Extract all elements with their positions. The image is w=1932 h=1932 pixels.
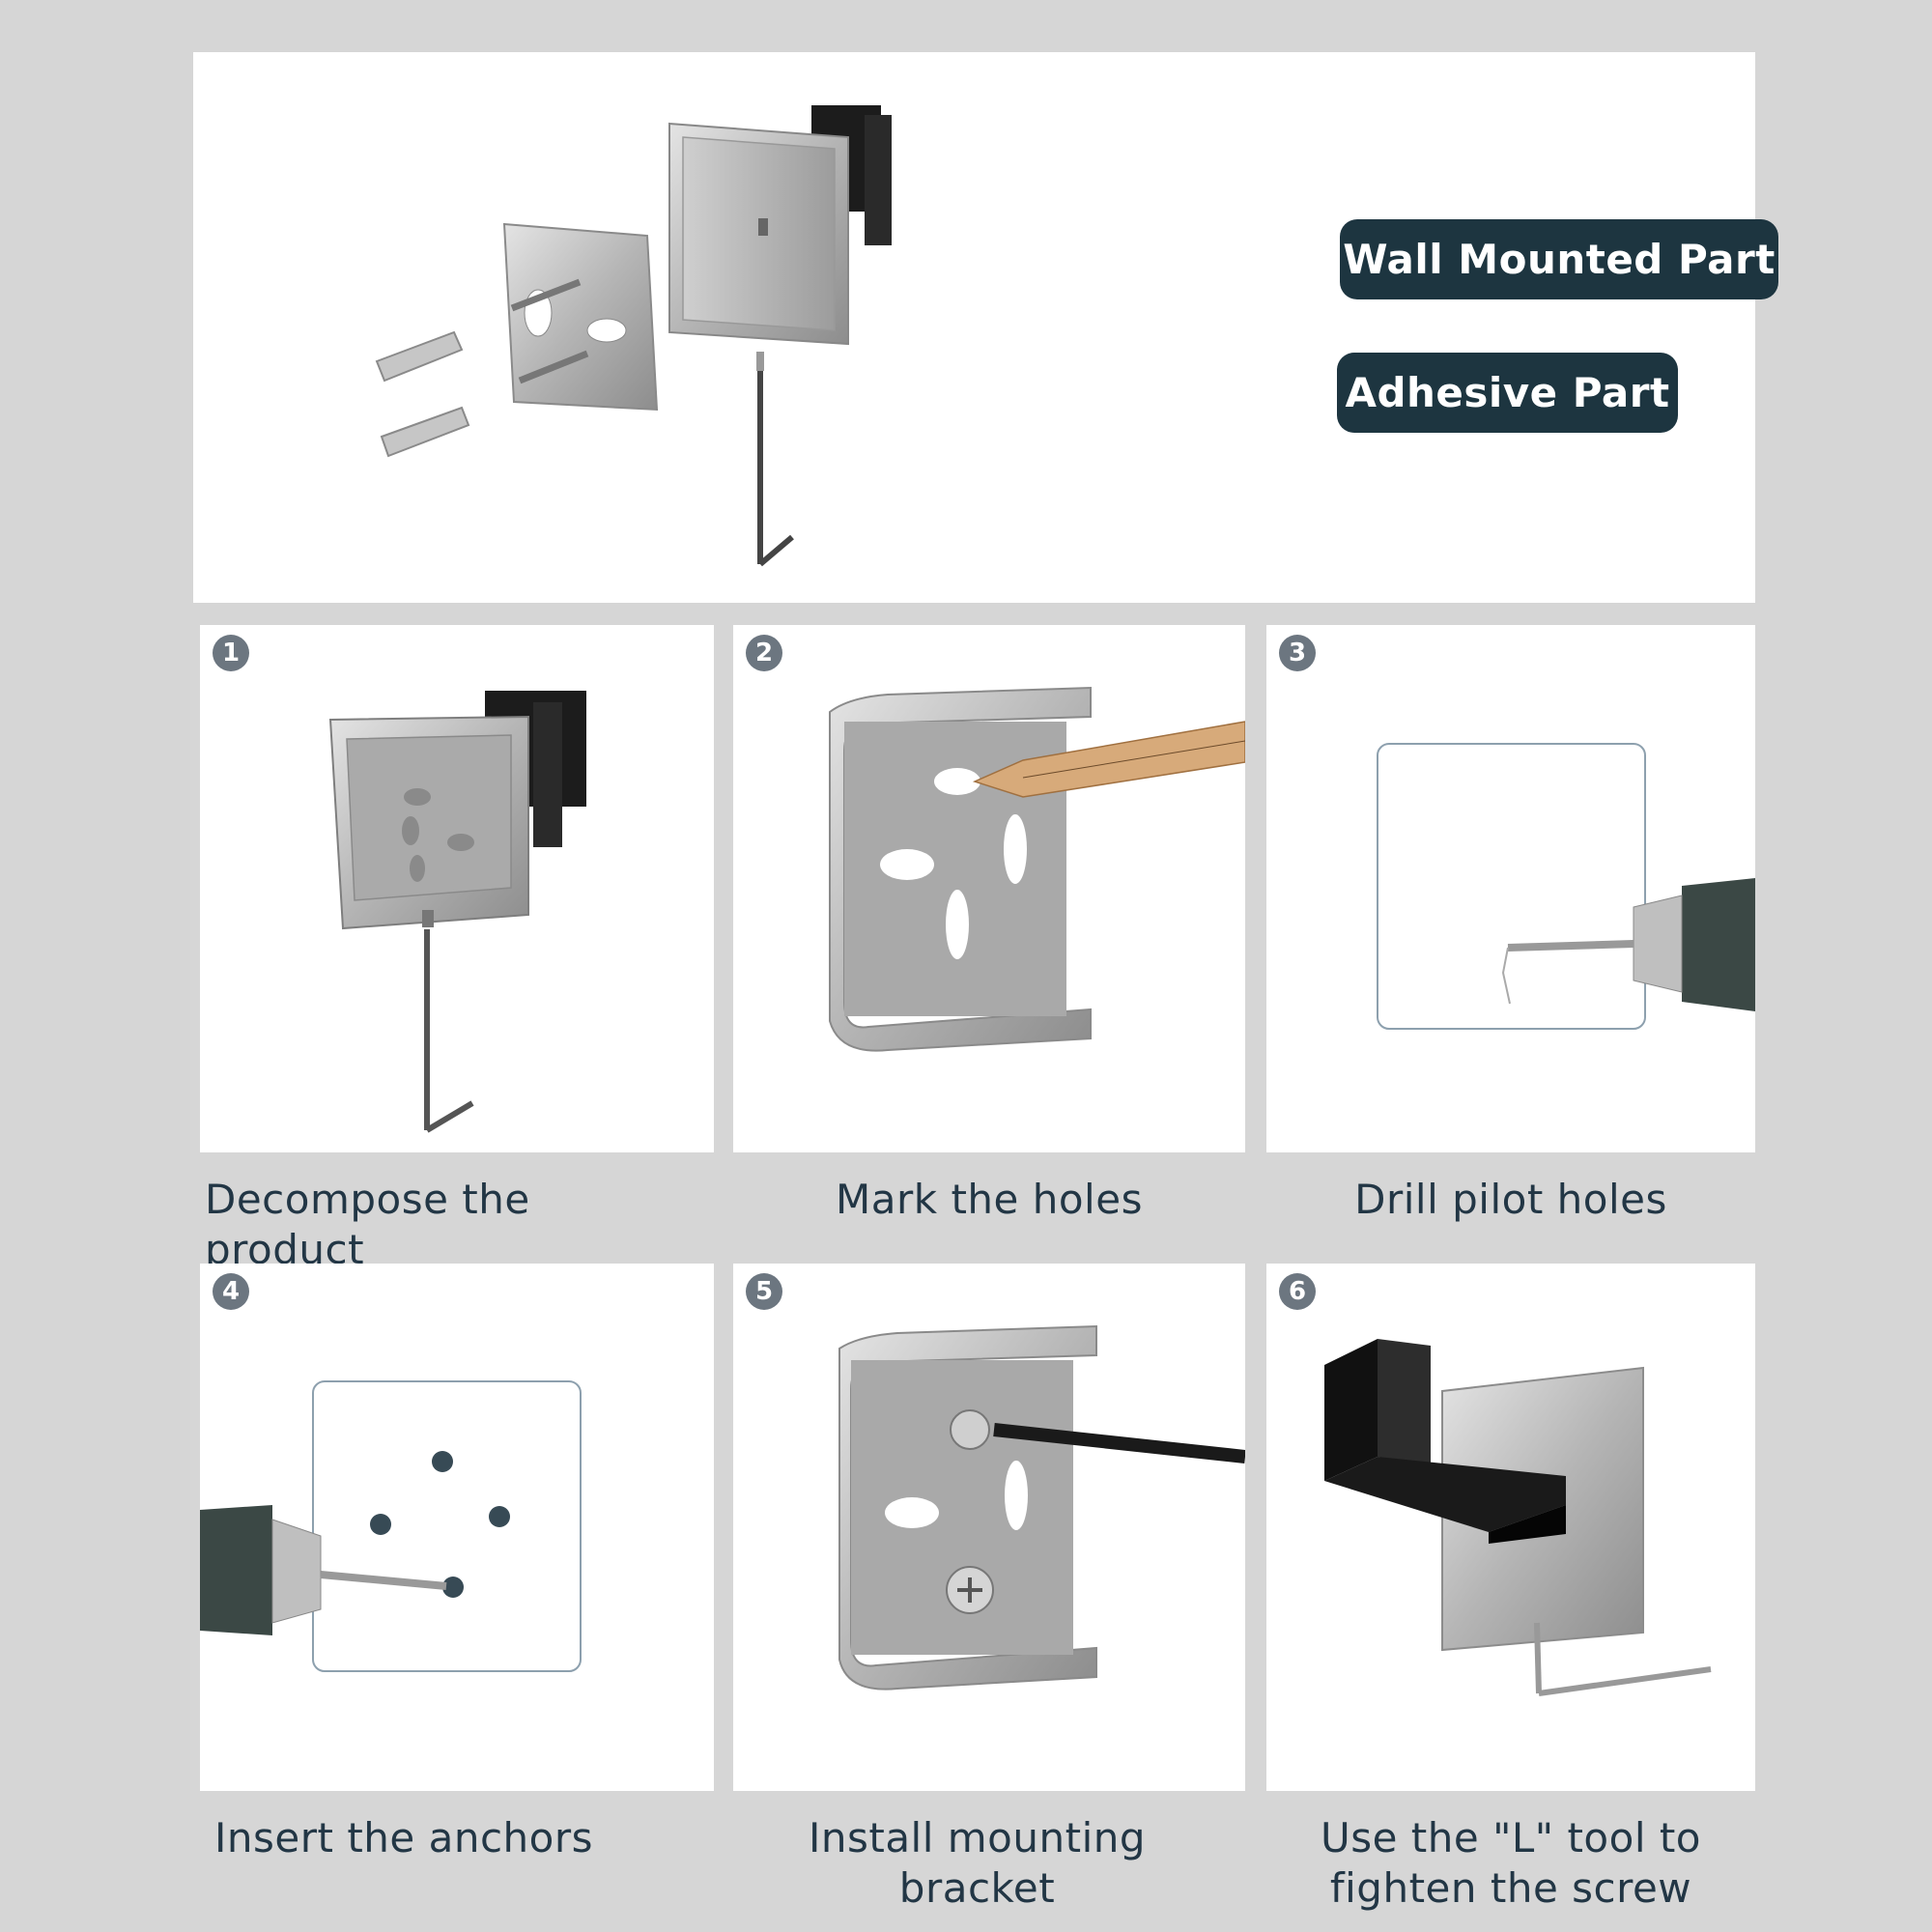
exploded-view-panel: Wall Mounted Part Adhesive Part (193, 52, 1778, 603)
step-6-caption-line1: Use the "L" tool to (1320, 1814, 1702, 1861)
step-6-caption-line2: fighten the screw (1329, 1864, 1692, 1912)
drill-icon (1501, 878, 1755, 1011)
step-1-number: 1 (213, 635, 249, 671)
screw-icon (946, 1409, 994, 1614)
hex-key-icon (1534, 1622, 1712, 1696)
install-bracket-illustration (838, 1324, 1245, 1690)
step-1-caption: Decompose the product (205, 1176, 530, 1273)
step-5-caption-line1: Install mounting (808, 1814, 1147, 1861)
adhesive-part-badge: Adhesive Part (1337, 353, 1678, 433)
step-2-panel: 2 (733, 625, 1245, 1152)
step-1-panel: 1 (200, 625, 714, 1152)
anchor-icon (375, 330, 470, 458)
drill-icon (200, 1505, 447, 1635)
step-6-panel: 6 (1266, 1264, 1755, 1791)
screwdriver-icon (993, 1423, 1245, 1463)
hex-key-icon (756, 352, 794, 567)
finished-hook-illustration (1324, 1339, 1712, 1696)
step-3-panel: 3 (1266, 625, 1755, 1152)
step-5-number: 5 (746, 1273, 782, 1310)
step-5-caption-line2: bracket (898, 1864, 1056, 1912)
step-6-caption: Use the "L" tool to fighten the screw (1266, 1813, 1755, 1914)
step-5-caption: Install mounting bracket (733, 1813, 1221, 1914)
insert-anchors-illustration (200, 1380, 582, 1672)
step-5-panel: 5 (733, 1264, 1245, 1791)
bracket-plate-icon (502, 222, 659, 412)
step-4-number: 4 (213, 1273, 249, 1310)
cover-box-icon (668, 105, 892, 346)
exploded-view-illustration (375, 105, 892, 567)
step-6-number: 6 (1279, 1273, 1316, 1310)
decompose-product-illustration (328, 691, 586, 1133)
step-3-caption: Drill pilot holes (1354, 1176, 1667, 1223)
step-2-caption: Mark the holes (836, 1176, 1143, 1223)
mark-holes-illustration (829, 686, 1245, 1052)
drill-pilot-holes-illustration (1377, 743, 1755, 1030)
step-2-number: 2 (746, 635, 782, 671)
pencil-ruler-icon (972, 721, 1245, 798)
wall-mounted-part-badge: Wall Mounted Part (1340, 219, 1778, 299)
step-4-caption: Insert the anchors (214, 1814, 594, 1861)
step-4-panel: 4 (200, 1264, 714, 1791)
step-3-number: 3 (1279, 635, 1316, 671)
